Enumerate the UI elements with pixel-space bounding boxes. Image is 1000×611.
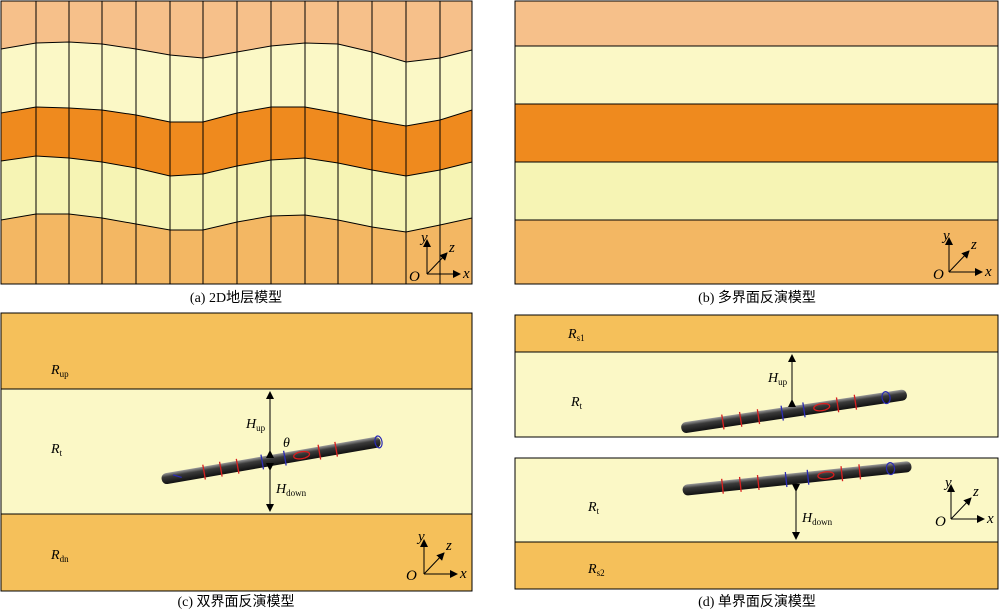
label-c-rdn: Rdn (50, 548, 69, 564)
red-ellipse-d-lower (817, 471, 835, 480)
label-d-hdown: Hdown (801, 511, 833, 527)
axis-y-c: y (416, 529, 425, 545)
caption-c: (c) 双界面反演模型 (177, 594, 294, 610)
axis-y-d: y (943, 475, 952, 491)
axis-y-a: y (419, 230, 428, 246)
label-d-rt-upper: Rt (570, 395, 583, 411)
panel-b-frame (514, 0, 999, 285)
panel-b: O x y z (b) 多界面反演模型 (514, 0, 999, 306)
layer-b-3 (515, 104, 998, 162)
caption-d: (d) 单界面反演模型 (698, 594, 816, 610)
blue-rings-c (260, 450, 287, 470)
label-d-hup: Hup (767, 371, 788, 387)
tool-body-d-upper (681, 389, 907, 433)
caption-b: (b) 多界面反演模型 (698, 289, 816, 306)
red-rings-c (202, 441, 339, 480)
blue-end-loop-d-upper (881, 391, 891, 405)
axis-x-a: x (462, 266, 470, 282)
layer-a-grid-lines (35, 1, 441, 284)
axis-x-d: x (986, 511, 994, 527)
layer-b-4 (515, 162, 998, 220)
layer-c-target (1, 389, 472, 514)
label-c-hup: Hup (245, 417, 266, 433)
layer-b-1 (515, 1, 998, 46)
logging-tool-c (161, 435, 383, 485)
layer-c-down (1, 514, 472, 591)
axis-y-b: y (941, 228, 950, 244)
caption-a: (a) 2D地层模型 (190, 290, 282, 306)
layer-b-boundaries (515, 45, 998, 221)
panel-d-lower-frame (514, 457, 999, 590)
axis-triad-b: O x y z (933, 228, 992, 283)
label-d-rt-lower: Rt (587, 500, 600, 516)
layer-b-2 (515, 46, 998, 104)
axis-z-c: z (445, 538, 452, 554)
red-rings-d-lower (721, 464, 862, 494)
layer-c-up (1, 313, 472, 389)
label-d-rs1: Rs1 (567, 327, 585, 343)
label-c-rt: Rt (50, 442, 63, 458)
blue-end-loop-c (374, 435, 383, 449)
blue-rings-d-upper (780, 402, 806, 421)
blue-rings-d-lower (784, 469, 810, 488)
layer-d-target-upper (515, 352, 998, 437)
panel-d-upper-frame (514, 314, 999, 438)
tool-body-c (161, 436, 381, 485)
label-c-theta: θ (283, 436, 290, 451)
panel-a-frame (0, 0, 473, 285)
layer-d-s2 (515, 542, 998, 589)
axis-x-c: x (459, 566, 467, 582)
axis-z-b: z (970, 237, 977, 253)
layer-d-s1 (515, 315, 998, 352)
panel-c-frame (0, 312, 473, 592)
red-ellipse-d-upper (813, 402, 831, 412)
logging-tool-d-upper (681, 389, 907, 433)
axis-origin-d: O (935, 514, 946, 530)
panel-d: Rs1 Rt Hup Rt Rs2 (514, 314, 999, 610)
red-ellipse-c (293, 450, 311, 460)
axis-triad-d: O x y z (935, 475, 994, 530)
axis-origin-b: O (933, 267, 944, 283)
label-c-rup: Rup (50, 363, 69, 379)
layer-b-5 (515, 220, 998, 284)
red-rings-d-upper (721, 394, 858, 430)
logging-tool-d-lower (682, 461, 912, 496)
layer-d-target-lower (515, 458, 998, 542)
label-c-hdown: Hdown (275, 482, 307, 498)
axis-x-b: x (984, 264, 992, 280)
axis-origin-a: O (409, 269, 420, 285)
panel-c: Rup Rt Rdn Hup Hdown θ (0, 312, 473, 610)
axis-z-d: z (972, 484, 979, 500)
panel-a: O x y z (a) 2D地层模型 (0, 0, 473, 306)
tool-tip-mark-c (172, 474, 182, 479)
axis-triad-a: O x y z (409, 230, 470, 285)
label-d-rs2: Rs2 (587, 562, 605, 578)
axis-triad-c: O x y z (406, 529, 467, 584)
axis-origin-c: O (406, 568, 417, 584)
axis-z-a: z (448, 240, 455, 256)
blue-end-loop-d-lower (885, 461, 896, 476)
tool-body-d-lower (682, 461, 912, 496)
